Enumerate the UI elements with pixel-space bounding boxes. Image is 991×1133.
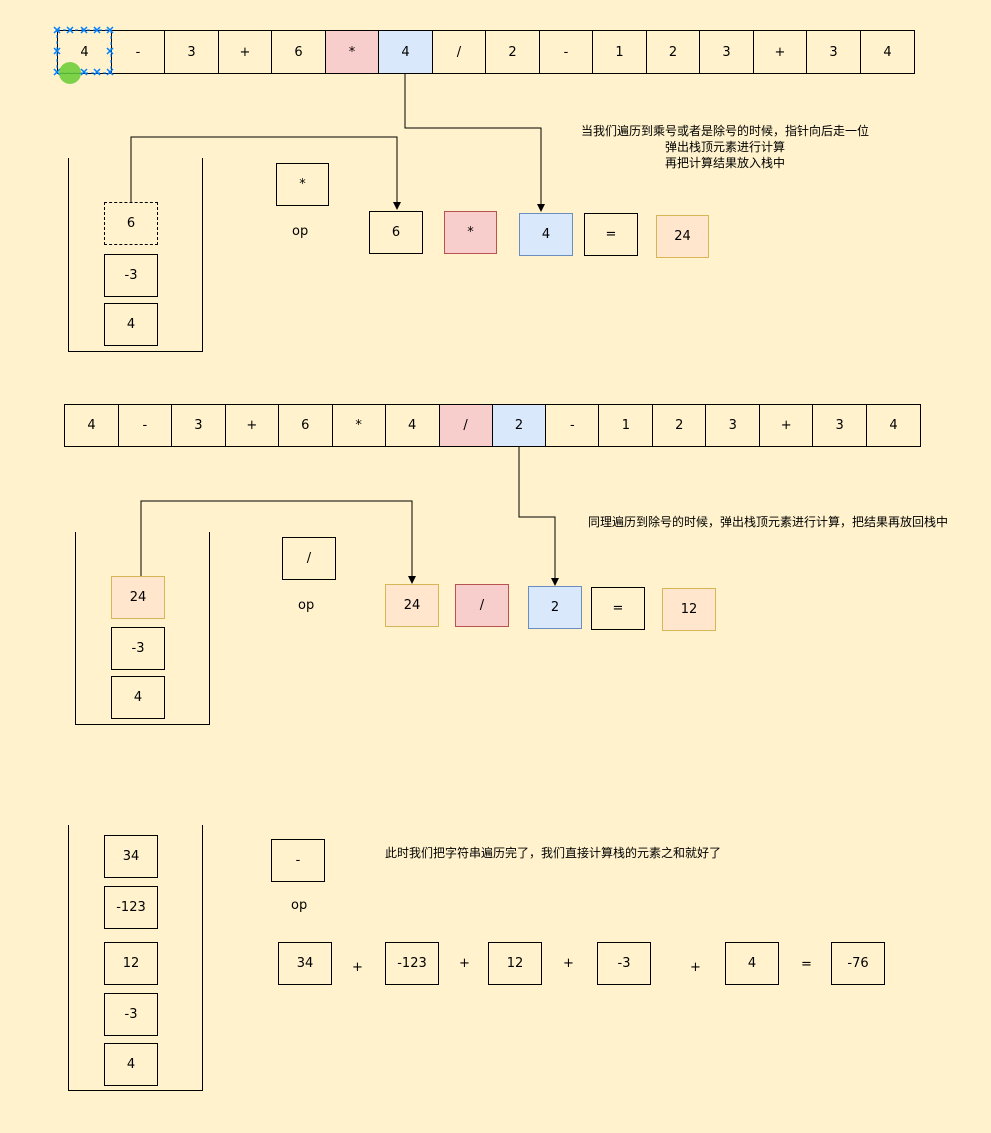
strip-cell-pointer[interactable]: 2 xyxy=(492,405,547,446)
strip-cell[interactable]: 3 xyxy=(172,405,226,446)
strip-cell[interactable]: + xyxy=(754,31,807,73)
strip-cell-multiply[interactable]: * xyxy=(326,31,379,73)
calc-result[interactable]: 24 xyxy=(656,215,709,258)
expression-strip-2: 4 - 3 + 6 * 4 / 2 - 1 2 3 + 3 4 xyxy=(64,404,921,447)
calc-operand[interactable]: 2 xyxy=(528,586,582,629)
calc-operand[interactable]: 4 xyxy=(519,213,573,256)
note-line: 再把计算结果放入栈中 xyxy=(664,156,785,170)
strip-cell[interactable]: * xyxy=(333,405,386,446)
strip-cell[interactable]: 4 xyxy=(889,418,898,433)
stack-item[interactable]: 24 xyxy=(111,576,165,619)
op-box[interactable]: - xyxy=(271,839,325,882)
strip-cell[interactable]: 6 xyxy=(272,31,326,73)
op-label: op xyxy=(291,898,308,913)
strip-cell[interactable]: 4 xyxy=(386,405,440,446)
strip-cell[interactable]: 1 xyxy=(599,405,654,446)
strip-cell[interactable]: 4 xyxy=(883,44,892,60)
strip-cell[interactable]: - xyxy=(546,405,600,446)
sum-plus: + xyxy=(459,956,470,971)
stack-item[interactable]: -123 xyxy=(104,886,158,929)
strip-cell[interactable]: 2 xyxy=(486,31,540,73)
step1-note: 当我们遍历到乘号或者是除号的时候，指针向后走一位 弹出栈顶元素进行计算 再把计算… xyxy=(560,123,890,171)
op-label: op xyxy=(292,224,309,239)
strip-cell-divide[interactable]: / xyxy=(439,405,493,446)
sum-equals: = xyxy=(801,957,812,972)
stack-2 xyxy=(75,532,210,725)
stack-3 xyxy=(68,825,203,1091)
expression-strip-1: 4 - 3 + 6 * 4 / 2 - 1 2 3 + 3 4 xyxy=(57,30,915,74)
strip-cell[interactable]: 3 xyxy=(700,31,754,73)
calc-equals[interactable]: = xyxy=(584,213,638,256)
strip-cell[interactable]: 3 xyxy=(813,405,868,446)
calc-operand[interactable]: 24 xyxy=(385,584,439,627)
step2-note: 同理遍历到除号的时候，弹出栈顶元素进行计算，把结果再放回栈中 xyxy=(588,515,949,529)
sum-plus: + xyxy=(690,960,701,975)
stack-item[interactable]: 4 xyxy=(104,303,158,346)
strip-cell[interactable]: 1 xyxy=(593,31,647,73)
stack-item[interactable]: -3 xyxy=(104,993,158,1036)
calc-operator[interactable]: * xyxy=(444,211,497,254)
calc-operator[interactable]: / xyxy=(455,584,509,627)
strip-cell[interactable]: - xyxy=(119,405,172,446)
strip-cell[interactable]: 3 xyxy=(706,405,761,446)
strip-cell[interactable]: 2 xyxy=(647,31,700,73)
strip-cell[interactable]: 3 xyxy=(807,31,861,73)
note-line: 当我们遍历到乘号或者是除号的时候，指针向后走一位 xyxy=(580,124,869,138)
stack-item[interactable]: 34 xyxy=(104,835,158,878)
sum-operand[interactable]: -3 xyxy=(597,942,651,985)
strip-cell[interactable]: 6 xyxy=(279,405,333,446)
strip-cell-pointer[interactable]: 4 xyxy=(379,31,433,73)
sum-plus: + xyxy=(563,956,574,971)
sum-operand[interactable]: 34 xyxy=(278,942,332,985)
strip-cell[interactable]: 2 xyxy=(653,405,707,446)
op-label: op xyxy=(298,598,315,613)
sum-operand[interactable]: 4 xyxy=(725,942,779,985)
stack-item[interactable]: 6 xyxy=(104,202,158,245)
sum-result[interactable]: -76 xyxy=(831,942,885,985)
stack-item[interactable]: -3 xyxy=(104,254,158,297)
strip-cell[interactable]: + xyxy=(226,405,279,446)
step3-note: 此时我们把字符串遍历完了，我们直接计算栈的元素之和就好了 xyxy=(385,846,722,860)
strip-cell[interactable]: + xyxy=(219,31,272,73)
sum-operand[interactable]: -123 xyxy=(385,942,439,985)
stack-1 xyxy=(68,158,203,352)
note-line: 弹出栈顶元素进行计算 xyxy=(664,140,785,154)
sum-plus: + xyxy=(352,960,363,975)
op-box[interactable]: / xyxy=(282,537,336,580)
stack-item[interactable]: 4 xyxy=(104,1043,158,1086)
calc-operand[interactable]: 6 xyxy=(369,211,423,254)
sum-operand[interactable]: 12 xyxy=(488,942,542,985)
strip-cell[interactable]: - xyxy=(112,31,165,73)
calc-equals[interactable]: = xyxy=(591,587,645,630)
stack-item[interactable]: 12 xyxy=(104,942,158,985)
strip-cell[interactable]: / xyxy=(433,31,486,73)
strip-cell[interactable]: + xyxy=(760,405,814,446)
stack-item[interactable]: -3 xyxy=(111,627,165,670)
strip-cell[interactable]: - xyxy=(540,31,593,73)
stack-item[interactable]: 4 xyxy=(111,676,165,719)
strip-cell[interactable]: 3 xyxy=(165,31,219,73)
op-box[interactable]: * xyxy=(276,163,329,206)
calc-result[interactable]: 12 xyxy=(662,588,716,631)
strip-cell[interactable]: 4 xyxy=(65,405,119,446)
